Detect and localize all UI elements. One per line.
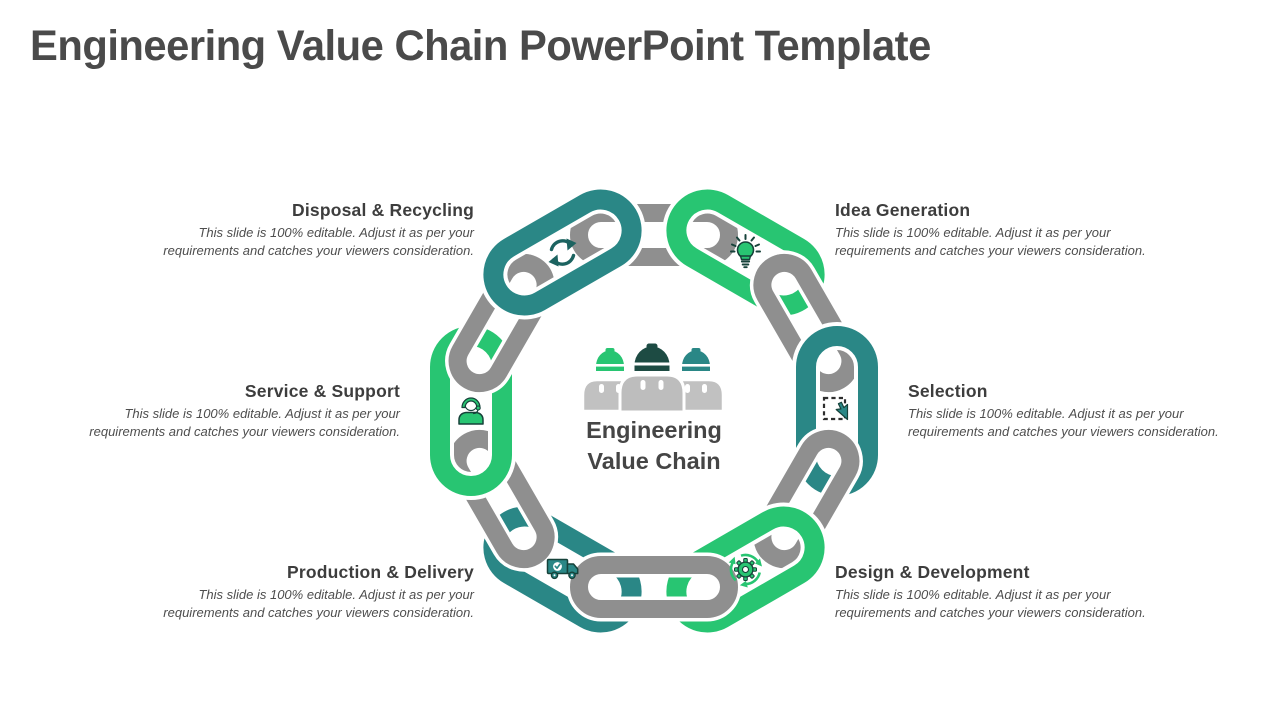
- section-service-support: Service & Support This slide is 100% edi…: [70, 381, 400, 441]
- center-title-line1: Engineering: [586, 417, 722, 443]
- section-title: Service & Support: [244, 381, 400, 401]
- section-description: This slide is 100% editable. Adjust it a…: [163, 225, 474, 258]
- section-idea-generation: Idea Generation This slide is 100% edita…: [835, 200, 1165, 260]
- chain-connector-lower-right: [749, 426, 863, 572]
- page-title: Engineering Value Chain PowerPoint Templ…: [30, 22, 931, 70]
- chain-link-disposal-recycling: [479, 185, 646, 320]
- gear-cycle-icon: [728, 553, 762, 588]
- hard-hat-teal-icon: [680, 348, 712, 371]
- section-description: This slide is 100% editable. Adjust it a…: [908, 406, 1219, 439]
- lightbulb-icon: [730, 234, 761, 269]
- center-title-line2: Value Chain: [587, 448, 721, 474]
- support-agent-icon: [458, 397, 484, 425]
- recycle-icon: [548, 238, 577, 267]
- chain-connector-upper-right: [749, 250, 863, 396]
- chain-connector-top: [566, 200, 742, 270]
- chain-connector-upper-left: [445, 250, 559, 396]
- section-disposal-recycling: Disposal & Recycling This slide is 100% …: [144, 200, 474, 260]
- section-description: This slide is 100% editable. Adjust it a…: [835, 225, 1146, 258]
- hard-hat-green-icon: [594, 348, 626, 371]
- section-title: Disposal & Recycling: [292, 200, 474, 220]
- section-design-development: Design & Development This slide is 100% …: [835, 562, 1165, 622]
- section-description: This slide is 100% editable. Adjust it a…: [163, 587, 474, 620]
- chain-connector-lower-left: [445, 426, 559, 572]
- section-production-delivery: Production & Delivery This slide is 100%…: [144, 562, 474, 622]
- section-title: Design & Development: [835, 562, 1030, 582]
- engineers-team-icon: [581, 343, 725, 414]
- section-selection: Selection This slide is 100% editable. A…: [908, 381, 1238, 441]
- hard-hat-dark-icon: [633, 343, 671, 371]
- section-description: This slide is 100% editable. Adjust it a…: [835, 587, 1146, 620]
- section-title: Idea Generation: [835, 200, 971, 220]
- delivery-truck-icon: [546, 558, 579, 580]
- section-description: This slide is 100% editable. Adjust it a…: [89, 406, 400, 439]
- section-title: Production & Delivery: [286, 562, 474, 582]
- diagram-center-title: Engineering Value Chain: [529, 415, 779, 477]
- cursor-select-icon: [822, 396, 849, 421]
- chain-connector-bottom: [566, 552, 742, 622]
- section-title: Selection: [908, 381, 988, 401]
